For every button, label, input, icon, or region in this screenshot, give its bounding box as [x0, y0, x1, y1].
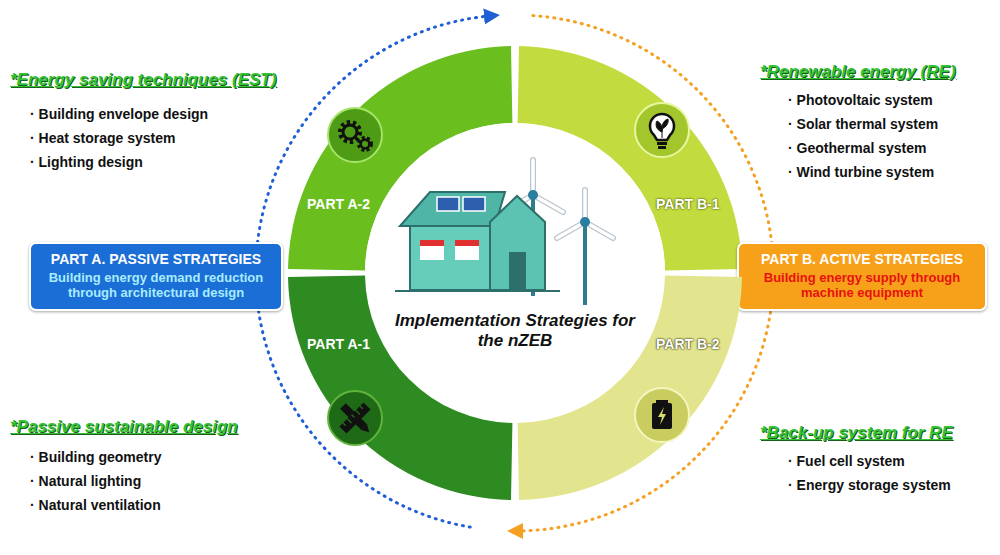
- section-heading: *Back-up system for RE: [760, 423, 953, 443]
- bullet-item: · Building envelope design: [30, 106, 208, 122]
- bullet-item: · Natural ventilation: [30, 497, 161, 513]
- box-title: PART A. PASSIVE STRATEGIES: [39, 251, 273, 268]
- house-illustration: [365, 123, 665, 423]
- bullet-item: · Natural lighting: [30, 473, 141, 489]
- bullet-item: · Solar thermal system: [788, 116, 938, 132]
- center-title: Implementation Strategies for the nZEB: [390, 311, 640, 350]
- segment-label: PART A-2: [307, 196, 370, 212]
- section-heading: *Energy saving techniques (EST): [10, 70, 276, 90]
- segment-label: PART B-2: [656, 336, 720, 352]
- bullet-item: · Photovoltaic system: [788, 92, 933, 108]
- section-heading: *Renewable energy (RE): [760, 62, 956, 82]
- ring-segment-shape: [515, 273, 742, 500]
- box-subtitle: Building energy supply through machine e…: [747, 270, 977, 301]
- box-subtitle: Building energy demand reduction through…: [39, 270, 273, 301]
- box-title: PART B. ACTIVE STRATEGIES: [747, 251, 977, 268]
- strategy-box: PART A. PASSIVE STRATEGIES Building energ…: [29, 242, 283, 311]
- segment-label: PART A-1: [307, 336, 370, 352]
- bullet-item: · Energy storage system: [788, 477, 951, 493]
- ring-segment: PART A-1: [288, 273, 515, 500]
- bullet-item: · Geothermal system: [788, 140, 927, 156]
- ring-segment: PART B-2: [515, 273, 742, 500]
- center-circle: Implementation Strategies for the nZEB: [365, 123, 665, 423]
- strategy-box: PART B. ACTIVE STRATEGIES Building energy…: [737, 242, 987, 311]
- bullet-item: · Building geometry: [30, 449, 161, 465]
- bullet-item: · Fuel cell system: [788, 453, 905, 469]
- ring-segment-shape: [288, 273, 515, 500]
- section-heading: *Passive sustainable design: [10, 417, 238, 437]
- segment-label: PART B-1: [656, 196, 720, 212]
- bullet-item: · Lighting design: [30, 154, 143, 170]
- bullet-item: · Wind turbine system: [788, 164, 934, 180]
- bullet-item: · Heat storage system: [30, 130, 176, 146]
